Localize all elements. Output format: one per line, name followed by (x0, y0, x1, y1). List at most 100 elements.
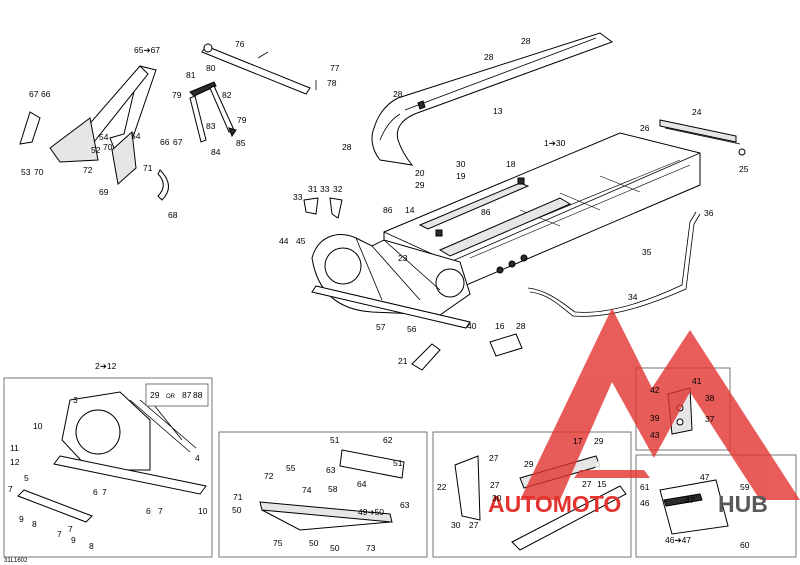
callout-c28d: 28 (342, 142, 352, 152)
callout-c25: 25 (739, 164, 749, 174)
callout-c50b: 50 (309, 538, 319, 548)
upper-strut (189, 81, 217, 97)
callout-c78: 78 (327, 78, 337, 88)
callout-c80: 80 (206, 63, 216, 73)
callout-c43: 43 (650, 430, 660, 440)
callout-c46to47: 46➔47 (665, 535, 691, 545)
callout-c22: 22 (437, 482, 447, 492)
callout-c60: 60 (740, 540, 750, 550)
callout-c42: 42 (650, 385, 660, 395)
callout-c86b: 86 (481, 207, 491, 217)
callout-c6a: 6 (93, 487, 98, 497)
callout-c70b: 70 (34, 167, 44, 177)
callout-c71b: 71 (233, 492, 243, 502)
callout-c27c: 27 (582, 479, 592, 489)
callout-c46a: 46 (640, 498, 650, 508)
callout-c17: 17 (573, 436, 583, 446)
callout-c72a: 72 (83, 165, 93, 175)
callout-c86a: 86 (383, 205, 393, 215)
callout-c31: 31 (308, 184, 318, 194)
callout-c47a: 47 (700, 472, 710, 482)
kit-options-box (145, 383, 209, 407)
callout-c5: 5 (24, 473, 29, 483)
side-panel (454, 455, 481, 521)
footrest-plate (339, 449, 405, 479)
callout-c7b: 7 (102, 487, 107, 497)
callout-c82: 82 (222, 90, 232, 100)
callout-c63b: 63 (400, 500, 410, 510)
callout-c63a: 63 (326, 465, 336, 475)
drawing-code: 31L1602 (4, 558, 28, 564)
callout-c33b: 33 (320, 184, 330, 194)
callout-c47b: 47 (685, 495, 695, 505)
callout-c83: 83 (206, 121, 216, 131)
callout-c34: 34 (628, 292, 638, 302)
callout-c28a: 28 (521, 36, 531, 46)
callout-c61: 61 (640, 482, 650, 492)
callout-c45: 45 (296, 236, 306, 246)
watermark-text-left: AUTOMOTO (488, 491, 621, 517)
steering-column (201, 45, 311, 95)
callout-c75: 75 (273, 538, 283, 548)
callout-c66a: 66 (41, 89, 51, 99)
callout-c64: 64 (357, 479, 367, 489)
callout-c3: 3 (73, 395, 78, 405)
callout-c7c: 7 (158, 506, 163, 516)
callout-c6b: 6 (146, 506, 151, 516)
callout-c36: 36 (704, 208, 714, 218)
kit-option-a: 29 (150, 390, 160, 400)
callout-c28b: 28 (484, 52, 494, 62)
callout-c11: 11 (10, 443, 19, 453)
callout-c81: 81 (186, 70, 196, 80)
callout-c27a: 27 (489, 453, 499, 463)
callout-c77: 77 (330, 63, 340, 73)
callout-c66b: 66 (160, 137, 170, 147)
tunnel-rail (418, 182, 530, 230)
callout-c69: 69 (99, 187, 109, 197)
callout-c35: 35 (642, 247, 652, 257)
callout-c70a: 70 (103, 142, 113, 152)
callout-c7e: 7 (68, 524, 73, 534)
callout-c39: 39 (650, 413, 660, 423)
callout-c27b: 27 (490, 480, 500, 490)
callout-c53: 53 (21, 167, 31, 177)
callout-c28c: 28 (393, 89, 403, 99)
kit-option-c: 88 (193, 390, 203, 400)
callout-c19: 19 (456, 171, 466, 181)
callout-c15: 15 (597, 479, 607, 489)
callout-c58: 58 (328, 484, 338, 494)
callout-c32: 32 (333, 184, 343, 194)
callout-c13: 13 (493, 106, 503, 116)
callout-c24: 24 (692, 107, 702, 117)
kit-option-or: OR (166, 394, 176, 400)
running-board (511, 485, 627, 551)
inset-rear-support (659, 479, 729, 535)
callout-c67a: 67 (29, 89, 39, 99)
callout-c51a: 51 (330, 435, 340, 445)
callout-c9b: 9 (71, 535, 76, 545)
inset-box-footrest (218, 431, 428, 558)
kit-option-b: 87 (182, 390, 192, 400)
tunnel-cover (371, 32, 614, 166)
inset-box-side-panels (432, 431, 632, 558)
callout-c12: 12 (10, 457, 20, 467)
callout-c29a: 29 (415, 180, 425, 190)
callout-c57: 57 (376, 322, 386, 332)
rear-extension-bar (659, 119, 737, 143)
callout-c18: 18 (506, 159, 516, 169)
callout-c55: 55 (286, 463, 296, 473)
callout-c20: 20 (415, 168, 425, 178)
bracket-16 (489, 333, 523, 357)
callout-c29c: 29 (524, 459, 534, 469)
callout-c30a: 30 (456, 159, 466, 169)
callout-c62: 62 (383, 435, 393, 445)
callout-c85: 85 (236, 138, 246, 148)
callout-c54b: 54 (131, 131, 141, 141)
callout-c7a: 7 (8, 484, 13, 494)
callout-c38: 38 (705, 393, 715, 403)
callout-c72b: 72 (264, 471, 274, 481)
callout-c68: 68 (168, 210, 178, 220)
frame-lower-rail (311, 285, 471, 329)
callout-c71a: 71 (143, 163, 153, 173)
